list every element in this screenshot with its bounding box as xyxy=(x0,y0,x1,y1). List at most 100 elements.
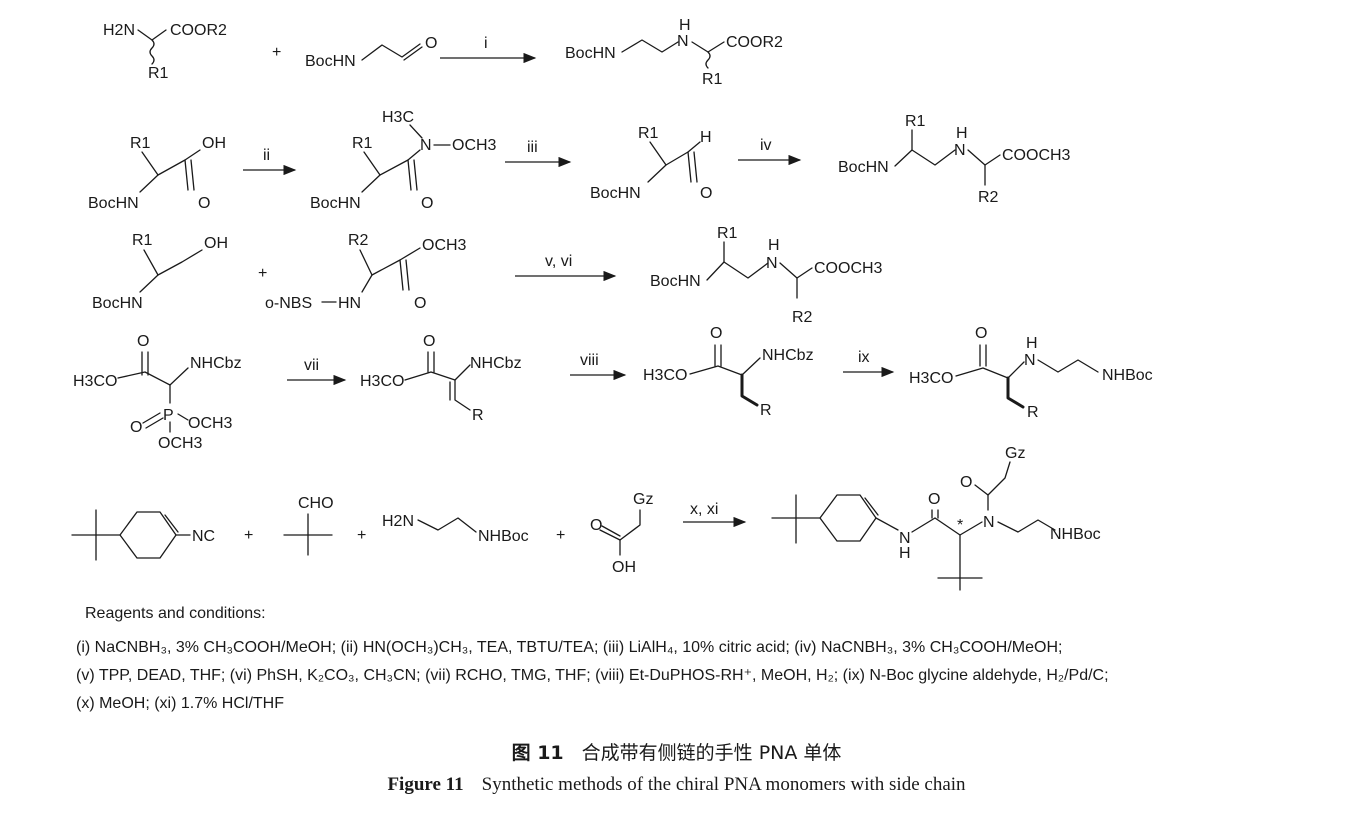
svg-text:N: N xyxy=(766,255,778,272)
conditions-line: (v) TPP, DEAD, THF; (vi) PhSH, K₂CO₃, CH… xyxy=(76,667,1109,684)
svg-text:O: O xyxy=(423,333,435,350)
svg-text:BocHN: BocHN xyxy=(305,53,356,70)
svg-text:BocHN: BocHN xyxy=(590,185,641,202)
figure-label-en: Figure 11 xyxy=(387,774,464,795)
row2-product: R1 BocHN H N COOCH3 R2 xyxy=(838,113,1071,206)
row2-aldehyde: R1 H O BocHN xyxy=(590,125,712,202)
reaction-scheme: H2N COOR2 R1 + BocHN O i BocHN H N COOR2… xyxy=(71,17,1153,591)
svg-text:viii: viii xyxy=(580,352,599,369)
arrow-ix: ix xyxy=(843,349,895,378)
svg-text:OH: OH xyxy=(612,559,636,576)
amine-label: H2N xyxy=(103,22,135,39)
row2-boc-amino-acid: R1 OH O BocHN xyxy=(88,135,226,212)
svg-text:H3CO: H3CO xyxy=(360,373,404,390)
svg-text:R2: R2 xyxy=(978,189,999,206)
svg-text:Gz: Gz xyxy=(1005,445,1025,462)
svg-text:R1: R1 xyxy=(905,113,926,130)
row5-pivaldehyde: CHO xyxy=(283,495,334,556)
svg-text:COOCH3: COOCH3 xyxy=(814,260,883,277)
svg-text:BocHN: BocHN xyxy=(565,45,616,62)
svg-text:OH: OH xyxy=(202,135,226,152)
arrow-viii: viii xyxy=(570,352,627,381)
svg-text:O: O xyxy=(414,295,426,312)
arrow-vii: vii xyxy=(287,357,347,386)
svg-text:O: O xyxy=(590,517,602,534)
reagents-and-conditions: Reagents and conditions: (i) NaCNBH₃, 3%… xyxy=(76,600,1336,718)
row3-boc-aminoalcohol: R1 OH BocHN xyxy=(92,232,228,312)
plus-sign: + xyxy=(258,265,267,282)
svg-text:H2N: H2N xyxy=(382,513,414,530)
svg-text:ix: ix xyxy=(858,349,870,366)
svg-text:R1: R1 xyxy=(717,225,738,242)
svg-text:iv: iv xyxy=(760,137,772,154)
svg-text:R1: R1 xyxy=(702,71,723,88)
figure-caption-chinese: 图 11 合成带有侧链的手性 PNA 单体 xyxy=(0,738,1353,765)
row2-weinreb-amide: H3C N OCH3 R1 O BocHN xyxy=(310,109,497,212)
svg-text:H: H xyxy=(1026,335,1038,352)
svg-text:H: H xyxy=(956,125,968,142)
conditions-line: (i) NaCNBH₃, 3% CH₃COOH/MeOH; (ii) HN(OC… xyxy=(76,639,1063,656)
plus-sign: + xyxy=(244,527,253,544)
row5-boc-diamine: H2N NHBoc xyxy=(382,513,529,545)
svg-text:H3CO: H3CO xyxy=(643,367,687,384)
svg-text:NHCbz: NHCbz xyxy=(470,355,522,372)
svg-text:N: N xyxy=(899,530,911,547)
row4-product: O H3CO H N NHBoc R xyxy=(909,325,1153,421)
svg-text:OCH3: OCH3 xyxy=(188,415,233,432)
arrow-x-xi: x, xi xyxy=(683,501,747,528)
svg-text:H3CO: H3CO xyxy=(73,373,117,390)
row5-product: N H O * N O Gz NHBoc xyxy=(771,445,1101,591)
svg-text:COOR2: COOR2 xyxy=(726,34,783,51)
svg-text:N: N xyxy=(983,514,995,531)
svg-text:O: O xyxy=(198,195,210,212)
svg-text:H3C: H3C xyxy=(382,109,414,126)
svg-text:BocHN: BocHN xyxy=(310,195,361,212)
svg-text:H: H xyxy=(899,545,911,562)
row4-protected-amino-ester: O H3CO NHCbz R xyxy=(643,325,814,419)
svg-text:H3CO: H3CO xyxy=(909,370,953,387)
svg-text:H: H xyxy=(768,237,780,254)
svg-text:O: O xyxy=(975,325,987,342)
svg-text:O: O xyxy=(425,35,437,52)
svg-text:CHO: CHO xyxy=(298,495,334,512)
svg-text:R1: R1 xyxy=(638,125,659,142)
svg-text:Gz: Gz xyxy=(633,491,653,508)
svg-text:R1: R1 xyxy=(132,232,153,249)
svg-text:O: O xyxy=(960,474,972,491)
svg-text:*: * xyxy=(957,517,963,534)
arrow-iv: iv xyxy=(738,137,802,166)
row5-isocyanide: NC xyxy=(71,509,215,561)
svg-text:OH: OH xyxy=(204,235,228,252)
row3-nbs-amino-ester: R2 OCH3 O HN o-NBS xyxy=(265,232,467,312)
figure-label-zh: 图 11 xyxy=(511,742,564,764)
svg-text:NHCbz: NHCbz xyxy=(190,355,242,372)
svg-text:BocHN: BocHN xyxy=(838,159,889,176)
row3-product: R1 BocHN H N COOCH3 R2 xyxy=(650,225,883,326)
svg-text:O: O xyxy=(710,325,722,342)
arrow-v-vi: v, vi xyxy=(515,253,617,282)
arrow-ii: ii xyxy=(243,147,297,176)
svg-text:H: H xyxy=(700,129,712,146)
svg-text:R1: R1 xyxy=(130,135,151,152)
svg-text:BocHN: BocHN xyxy=(92,295,143,312)
svg-text:O: O xyxy=(700,185,712,202)
svg-text:P: P xyxy=(163,407,174,424)
svg-text:R: R xyxy=(760,402,772,419)
svg-text:iii: iii xyxy=(527,139,538,156)
svg-text:R1: R1 xyxy=(352,135,373,152)
svg-text:O: O xyxy=(137,333,149,350)
svg-text:x, xi: x, xi xyxy=(690,501,718,518)
svg-text:BocHN: BocHN xyxy=(650,273,701,290)
svg-text:OCH3: OCH3 xyxy=(158,435,203,452)
plus-sign: + xyxy=(272,44,281,61)
r1-label: R1 xyxy=(148,65,169,82)
figure-title-zh: 合成带有侧链的手性 PNA 单体 xyxy=(581,742,842,764)
svg-text:o-NBS: o-NBS xyxy=(265,295,312,312)
row4-phosphonate: O H3CO NHCbz P O OCH3 OCH3 xyxy=(73,333,242,452)
svg-text:i: i xyxy=(484,35,488,52)
svg-text:NHBoc: NHBoc xyxy=(1102,367,1153,384)
arrow-i: i xyxy=(440,35,537,64)
svg-text:N: N xyxy=(1024,352,1036,369)
svg-text:R: R xyxy=(472,407,484,424)
row1-amino-ester: H2N COOR2 R1 xyxy=(103,22,227,82)
